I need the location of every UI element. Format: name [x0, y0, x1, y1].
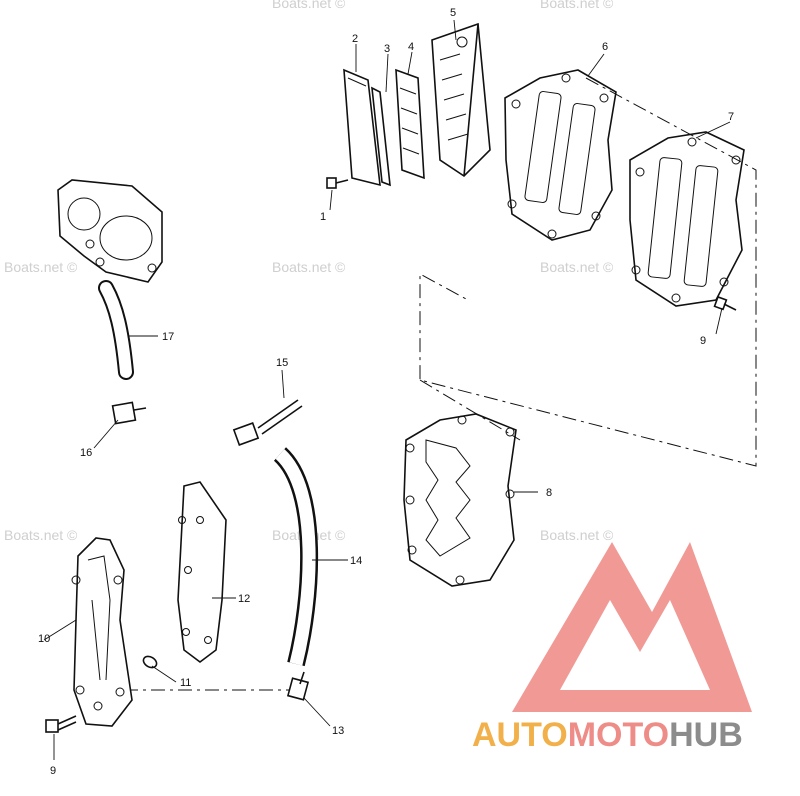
- watermark-7: Boats.net ©: [272, 0, 346, 11]
- part-11-oring: [142, 655, 158, 669]
- callout-11: 11: [180, 677, 191, 689]
- callout-15: 15: [276, 357, 288, 369]
- part-13-fitting: [286, 671, 310, 701]
- callout-10: 10: [38, 633, 50, 645]
- part-3-strip: [371, 86, 391, 187]
- callout-1: 1: [320, 211, 326, 223]
- callout-12: 12: [238, 593, 250, 605]
- part-14-hose: [273, 447, 319, 667]
- brand-hub: HUB: [669, 716, 743, 754]
- callout-7: 7: [728, 111, 734, 123]
- callout-9-lower: 9: [50, 765, 56, 777]
- part-15-fitting: [232, 399, 303, 446]
- svg-text:AUTOMOTOHUB: AUTOMOTOHUB: [472, 716, 743, 754]
- watermark-1: Boats.net ©: [4, 259, 78, 275]
- part-9-screw-upper: [713, 295, 737, 311]
- callout-8: 8: [546, 487, 552, 499]
- alignment-lines: [124, 77, 757, 691]
- part-5-reed-block: [431, 22, 491, 178]
- leader-lines: [43, 19, 731, 760]
- watermark-6: Boats.net ©: [540, 527, 614, 543]
- callout-17: 17: [162, 331, 174, 343]
- watermark-4: Boats.net ©: [4, 527, 78, 543]
- callout-16: 16: [80, 447, 92, 459]
- watermark-2: Boats.net ©: [272, 259, 346, 275]
- part-7-plate: [629, 131, 745, 307]
- callout-9-upper: 9: [700, 335, 706, 347]
- callout-6: 6: [602, 41, 608, 53]
- part-17-cover: [57, 179, 163, 283]
- watermark-8: Boats.net ©: [540, 0, 614, 11]
- part-6-gasket: [504, 69, 617, 241]
- part-2-plate: [343, 68, 381, 187]
- callout-4: 4: [408, 41, 414, 53]
- part-9-bolt-lower: [45, 715, 77, 733]
- part-12-gasket: [177, 481, 227, 663]
- callout-3: 3: [384, 43, 390, 55]
- callout-5: 5: [450, 7, 456, 19]
- brand-triangle-icon: [512, 542, 752, 712]
- callout-14: 14: [350, 555, 362, 567]
- callout-13: 13: [332, 725, 344, 737]
- brand-auto: AUTO: [472, 716, 568, 754]
- callout-2: 2: [352, 33, 358, 45]
- part-17-hose: [98, 280, 134, 380]
- part-1-screw: [326, 177, 349, 189]
- part-8-gasket: [403, 413, 517, 587]
- part-10-manifold: [71, 537, 133, 727]
- brand-logo: AUTOMOTOHUB: [472, 542, 752, 754]
- callout-labels: 1 2 3 4 5 6 7 8 9 9 10 11 12 13 14 15 16…: [38, 7, 734, 777]
- part-4-reeds: [395, 68, 425, 180]
- part-16-fitting: [111, 401, 147, 425]
- watermarks: Boats.net © Boats.net © Boats.net © Boat…: [4, 0, 614, 543]
- watermark-3: Boats.net ©: [540, 259, 614, 275]
- brand-moto: MOTO: [568, 716, 669, 754]
